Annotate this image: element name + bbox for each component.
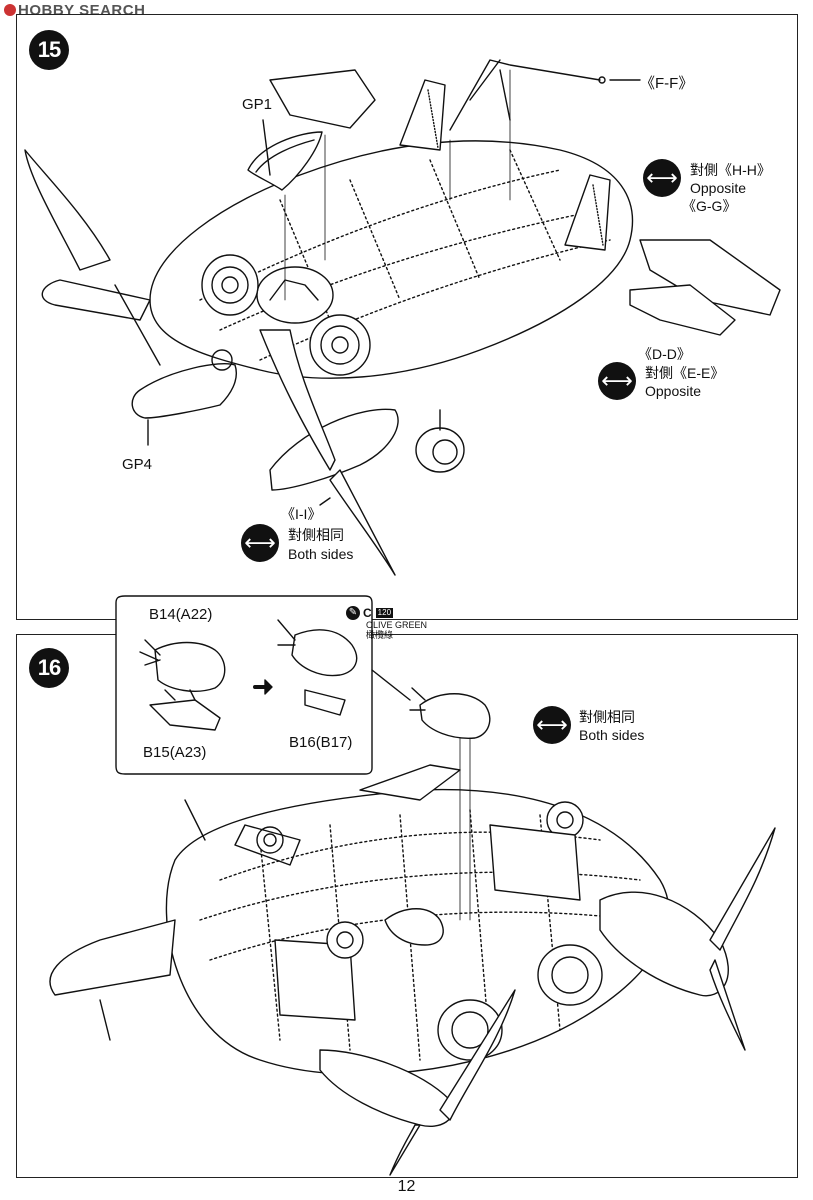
step-16-badge: 16 <box>29 648 69 688</box>
paint-name-cn: 橄欖綠 <box>366 630 394 640</box>
label-b15: B15(A23) <box>143 744 207 761</box>
step-15-badge: 15 <box>29 30 69 70</box>
double-arrow-icon: ⟷ <box>244 530 276 555</box>
label-gg: 《G-G》 <box>682 198 737 214</box>
double-arrow-icon: ⟷ <box>646 165 678 190</box>
label-hh-side: 對側《H-H》 <box>690 162 771 178</box>
label-ee-opposite: Opposite <box>645 383 702 399</box>
label-ii-same: 對側相同 <box>288 527 344 543</box>
label-b16: B16(B17) <box>289 734 353 751</box>
step15-aircraft <box>24 59 781 576</box>
paint-code-number: 120 <box>375 608 394 618</box>
step-15-panel <box>16 14 798 620</box>
label-gp1: GP1 <box>242 96 273 113</box>
ii-arrow-badge: ⟷ <box>241 524 279 562</box>
paint-code-letter: C <box>363 606 372 620</box>
label-step16-both: Both sides <box>579 727 645 743</box>
label-ii-both: Both sides <box>288 546 354 562</box>
hobby-search-logo-icon <box>4 4 16 16</box>
page-number: 12 <box>397 1178 416 1195</box>
label-ee-side: 對側《E-E》 <box>645 365 725 381</box>
label-ii: 《I-I》 <box>281 506 322 522</box>
label-ff: 《F-F》 <box>640 75 694 92</box>
double-arrow-icon: ⟷ <box>536 712 568 737</box>
step-16-panel <box>16 634 798 1178</box>
label-gp4: GP4 <box>122 456 153 473</box>
double-arrow-icon: ⟷ <box>601 368 633 393</box>
label-b14: B14(A22) <box>149 606 213 623</box>
label-hh-opposite: Opposite <box>690 180 747 196</box>
step16-aircraft <box>49 687 776 1176</box>
paint-name-en: OLIVE GREEN <box>366 620 428 630</box>
ee-arrow-badge: ⟷ <box>598 362 636 400</box>
step16-inset <box>115 595 411 775</box>
hh-arrow-badge: ⟷ <box>643 159 681 197</box>
paint-brush-icon: ✎ <box>346 606 360 620</box>
step16-arrow-badge: ⟷ <box>533 706 571 744</box>
label-step16-same: 對側相同 <box>579 709 635 725</box>
label-dd: 《D-D》 <box>638 346 691 362</box>
